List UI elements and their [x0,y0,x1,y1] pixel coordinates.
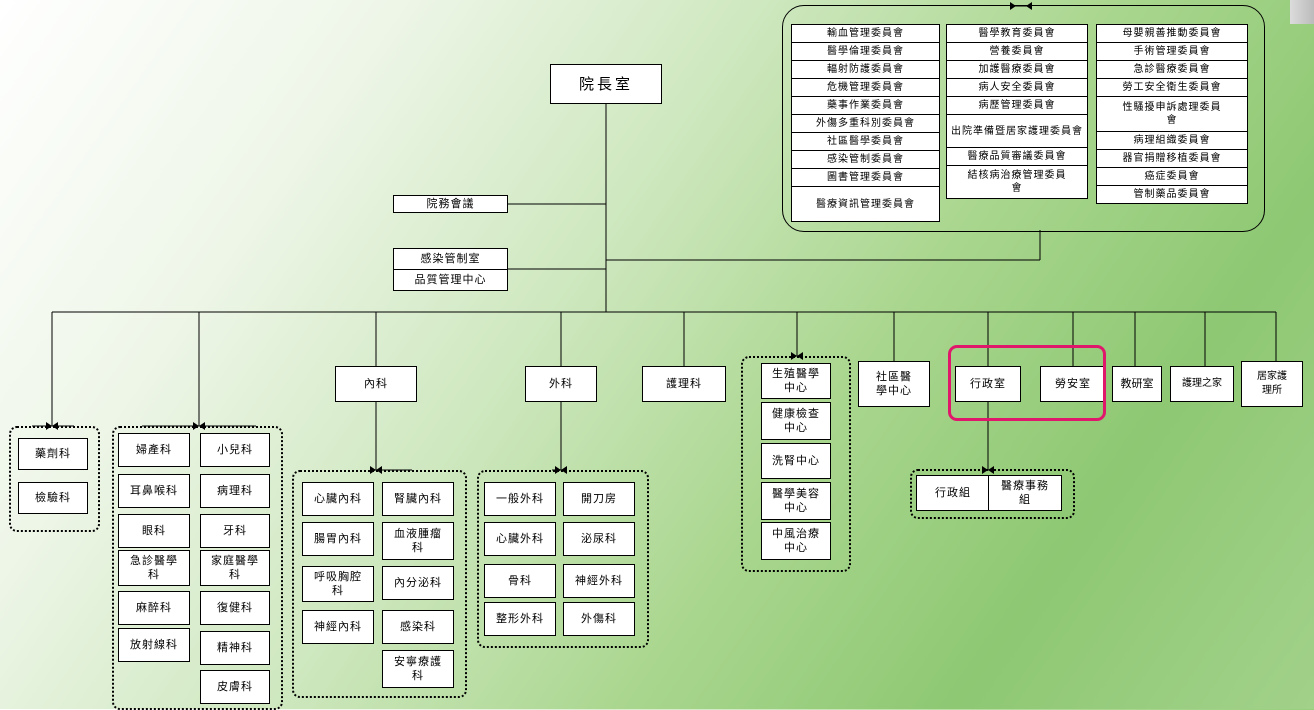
president-office-box: 院長室 [550,64,662,104]
committee-item: 母嬰親善推動委員會 [1096,24,1248,43]
clinical-dept: 放射線科 [118,628,190,662]
dept-label: 護理科 [666,377,702,391]
committee-item: 圖書管理委員會 [791,168,940,187]
dept-nursing: 護理科 [642,366,726,402]
quality-center-box: 品質管理中心 [393,269,508,291]
center-box: 醫學美容中心 [761,482,831,520]
clinical-dept: 耳鼻喉科 [118,474,190,508]
surgery-subdept: 開刀房 [563,482,635,516]
clinical-dept: 家庭醫學科 [200,550,270,586]
internal-subdept: 心臟內科 [302,482,374,516]
lab-box: 檢驗科 [18,482,88,514]
clinical-dept: 精神科 [200,631,270,665]
committee-column-1: 輸血管理委員會 醫學倫理委員會 輻射防護委員會 危機管理委員會 藥事作業委員會 … [791,24,940,221]
dept-label: 外科 [549,377,573,391]
medical-affairs-section: 醫療事務組 [988,475,1062,511]
surgery-subdept: 整形外科 [484,602,556,636]
committee-item: 社區醫學委員會 [791,132,940,151]
surgery-subdept: 骨科 [484,564,556,598]
committee-item: 病歷管理委員會 [946,96,1088,115]
committee-item: 器官捐贈移植委員會 [1096,149,1248,168]
committee-item: 病理組織委員會 [1096,131,1248,150]
admin-section: 行政組 [916,475,990,511]
meeting-box: 院務會議 [393,195,508,213]
dept-label: 教研室 [1121,377,1154,391]
committee-item: 急診醫療委員會 [1096,60,1248,79]
committee-item: 癌症委員會 [1096,167,1248,186]
committee-column-3: 母嬰親善推動委員會 手術管理委員會 急診醫療委員會 勞工安全衛生委員會 性騷擾申… [1096,24,1248,203]
highlight-frame [948,345,1106,421]
committee-item: 輻射防護委員會 [791,60,940,79]
clinical-dept: 病理科 [200,474,270,508]
internal-subdept: 感染科 [382,610,454,644]
internal-subdept: 神經內科 [302,610,374,644]
committee-item: 加護醫療委員會 [946,60,1088,79]
dept-surgery: 外科 [525,366,597,402]
clinical-dept: 麻醉科 [118,591,190,625]
committee-item: 性騷擾申訴處理委員會 [1096,96,1248,132]
internal-subdept: 呼吸胸腔科 [302,566,374,602]
committee-item: 危機管理委員會 [791,78,940,97]
center-box: 生殖醫學中心 [761,363,831,399]
committee-column-2: 醫學教育委員會 營養委員會 加護醫療委員會 病人安全委員會 病歷管理委員會 出院… [946,24,1088,198]
internal-subdept: 內分泌科 [382,566,454,600]
committee-item: 醫學倫理委員會 [791,42,940,61]
clinical-dept: 牙科 [200,514,270,548]
internal-subdept: 腎臟內科 [382,482,454,516]
committee-item: 管制藥品委員會 [1096,185,1248,204]
clinical-dept: 小兒科 [200,433,270,467]
surgery-subdept: 泌尿科 [563,522,635,556]
committee-item: 醫療品質審議委員會 [946,147,1088,166]
committee-item: 手術管理委員會 [1096,42,1248,61]
clinical-dept: 皮膚科 [200,670,270,704]
internal-subdept: 安寧療護科 [382,650,454,688]
committee-item: 感染管制委員會 [791,150,940,169]
center-box: 健康檢查中心 [761,402,831,440]
quality-center-label: 品質管理中心 [415,273,487,287]
dept-label: 居家護理所 [1254,370,1290,398]
committee-item: 藥事作業委員會 [791,96,940,115]
committee-item: 出院準備暨居家護理委員會 [946,114,1088,148]
dept-label: 內科 [364,377,388,391]
committee-item: 醫療資訊管理委員會 [791,186,940,222]
surgery-subdept: 神經外科 [563,564,635,598]
clinical-dept: 急診醫學科 [118,550,190,586]
infection-office-label: 感染管制室 [421,252,481,266]
surgery-subdept: 一般外科 [484,482,556,516]
committee-item: 輸血管理委員會 [791,24,940,43]
clinical-dept: 復健科 [200,591,270,625]
center-box: 洗腎中心 [761,443,831,479]
committee-item: 醫學教育委員會 [946,24,1088,43]
pharmacy-box: 藥劑科 [18,438,88,470]
surgery-subdept: 心臟外科 [484,522,556,556]
dept-home-care: 居家護理所 [1241,361,1303,407]
dept-community-medicine: 社區醫學中心 [858,361,930,407]
committee-item: 外傷多重科別委員會 [791,114,940,133]
center-box: 中風治療中心 [761,522,831,560]
clinical-dept: 眼科 [118,514,190,548]
clinical-dept: 婦產科 [118,433,190,467]
infection-office-box: 感染管制室 [393,248,508,270]
surgery-subdept: 外傷科 [563,602,635,636]
meeting-label: 院務會議 [427,197,475,211]
dept-nursing-home: 護理之家 [1170,366,1234,402]
dept-label: 社區醫學中心 [871,370,917,398]
dept-internal-medicine: 內科 [335,366,417,402]
committee-item: 營養委員會 [946,42,1088,61]
committee-item: 勞工安全衛生委員會 [1096,78,1248,97]
internal-subdept: 血液腫瘤科 [382,522,454,560]
dept-label: 護理之家 [1182,377,1222,391]
president-office-label: 院長室 [579,77,633,91]
internal-subdept: 腸胃內科 [302,522,374,556]
dept-research: 教研室 [1112,366,1162,402]
committee-item: 病人安全委員會 [946,78,1088,97]
committee-item: 結核病治療管理委員會 [946,165,1088,199]
